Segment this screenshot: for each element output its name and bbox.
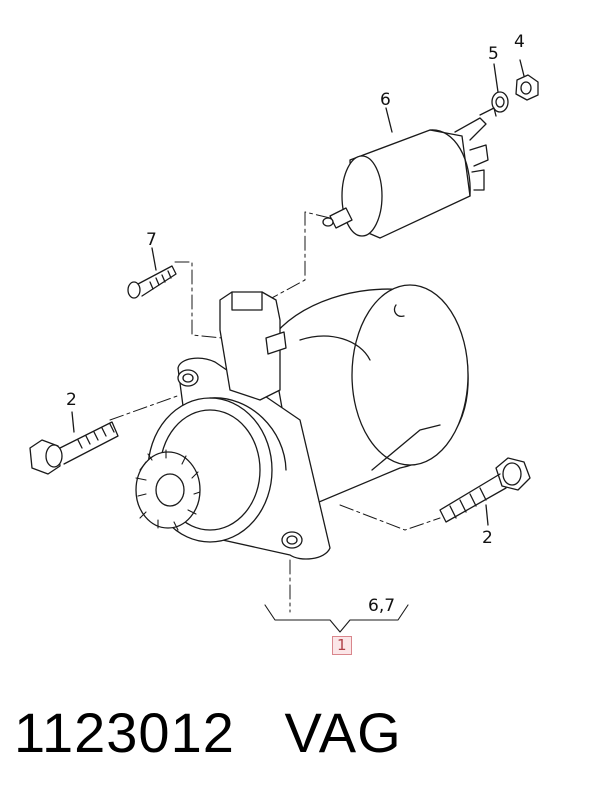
callout-4: 4 (514, 32, 525, 52)
solenoid-part-6 (322, 107, 497, 239)
assembly-dash-lines (109, 211, 441, 613)
callout-5: 5 (488, 44, 499, 64)
callout-1-highlighted: 1 (332, 636, 352, 655)
callout-7: 7 (146, 230, 157, 250)
callout-6: 6 (380, 90, 391, 110)
callout-bracket (264, 604, 409, 633)
screw-part-7 (127, 247, 177, 299)
nut-part-4 (515, 59, 539, 101)
callout-2-right: 2 (482, 528, 493, 548)
bolt-right-part-2 (439, 457, 531, 526)
footer-part-label: 1123012 VAG (14, 700, 402, 765)
bolt-left-part-2 (29, 411, 119, 475)
brand-name: VAG (284, 701, 402, 764)
washer-part-5 (491, 63, 509, 113)
starter-motor-part-1 (135, 284, 469, 560)
part-number: 1123012 (14, 701, 235, 764)
starter-motor-exploded-diagram (29, 59, 539, 633)
callout-6-7: 6,7 (368, 596, 396, 616)
callout-2-left: 2 (66, 390, 77, 410)
